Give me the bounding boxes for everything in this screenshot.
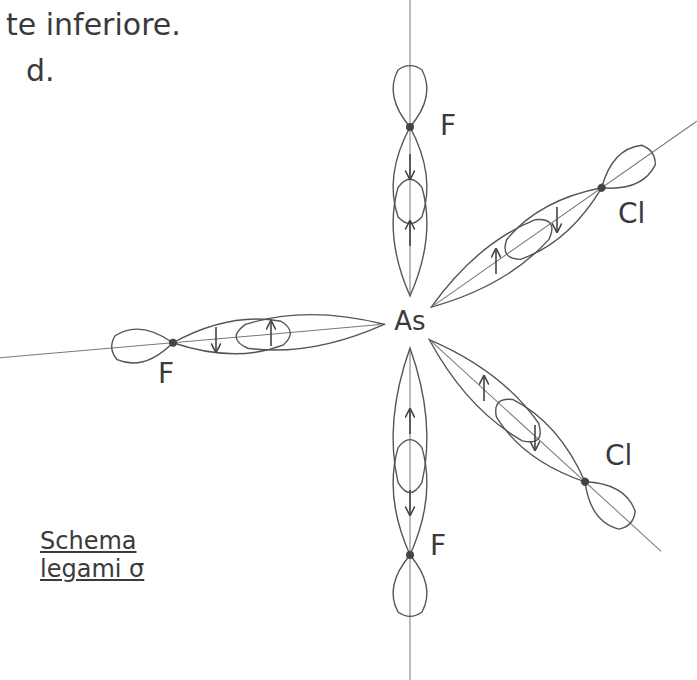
- hybrid-lobe: [393, 348, 427, 493]
- bond-orbitals: [393, 66, 427, 296]
- p-lobe: [393, 127, 427, 224]
- p-back-lobe: [574, 469, 642, 535]
- spin-down-arrow: [409, 490, 411, 514]
- atom-label: F: [430, 530, 446, 562]
- spin-up-arrow: [409, 222, 411, 246]
- axis-line: [410, 0, 411, 296]
- bond-orbitals: [393, 348, 427, 616]
- atom-label: F: [158, 358, 174, 390]
- hybrid-lobe: [422, 210, 561, 321]
- p-lobe: [393, 440, 427, 555]
- atom-label: F: [440, 110, 456, 142]
- axis-line: [435, 121, 697, 305]
- atom-label: Cl: [618, 198, 645, 230]
- axis-line: [410, 350, 411, 680]
- spin-down-arrow: [556, 207, 558, 231]
- p-lobe: [487, 390, 596, 494]
- axis-line: [432, 342, 661, 551]
- p-lobe: [171, 316, 291, 360]
- spin-up-arrow: [270, 322, 272, 346]
- bond-orbitals: [418, 327, 642, 536]
- central-atom-label: As: [394, 307, 425, 337]
- sigma-orbitals: [110, 66, 661, 617]
- p-lobe: [497, 174, 611, 268]
- spin-up-arrow: [495, 250, 497, 274]
- bond-orbitals: [422, 139, 662, 321]
- nucleus-dot: [596, 182, 607, 193]
- spin-down-arrow: [534, 425, 536, 449]
- hybrid-lobe: [235, 307, 386, 354]
- hybrid-lobe: [393, 179, 427, 296]
- spin-down-arrow: [215, 327, 217, 351]
- axis-line: [0, 325, 380, 359]
- p-back-lobe: [592, 139, 662, 202]
- bond-orbitals: [110, 307, 385, 364]
- caption-note: Schema legami σ: [40, 528, 170, 583]
- note-text: te inferiore.: [6, 8, 181, 43]
- spin-up-arrow: [483, 377, 485, 401]
- nucleus-dot: [406, 551, 414, 559]
- hybrid-lobe: [418, 327, 550, 451]
- note-text: d.: [26, 54, 55, 89]
- p-back-lobe: [393, 66, 427, 127]
- nucleus-dot: [406, 123, 414, 131]
- nucleus-dot: [169, 338, 178, 347]
- atom-label: Cl: [605, 440, 632, 472]
- nucleus-dot: [579, 476, 590, 487]
- spin-up-arrow: [409, 410, 411, 434]
- electron-spins: [216, 154, 557, 514]
- spin-down-arrow: [409, 154, 411, 178]
- p-back-lobe: [393, 555, 427, 616]
